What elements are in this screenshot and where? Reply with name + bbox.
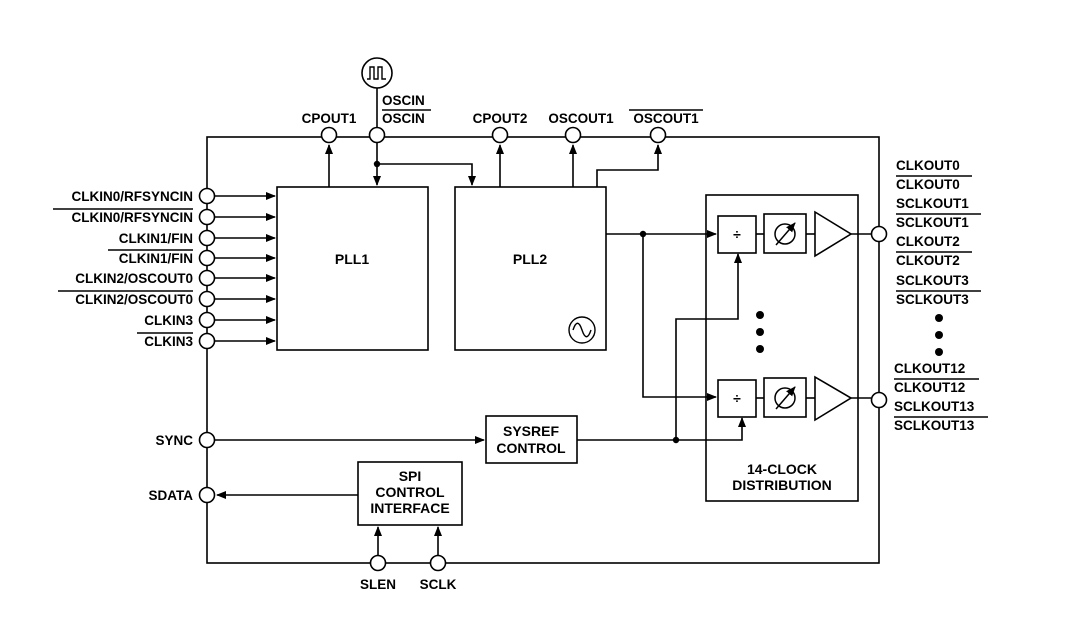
clkin-label-6: CLKIN3 <box>144 313 193 328</box>
pll2-to-lower-divider-wire <box>642 234 717 401</box>
spi-label-line2: CONTROL <box>375 484 445 500</box>
clkin-label-5: CLKIN2/OSCOUT0 <box>75 292 193 307</box>
right-out-label-13a: SCLKOUT13 <box>894 399 975 414</box>
sysref-to-upper-divider-wire <box>675 253 742 440</box>
buffer-upper-icon <box>814 210 853 258</box>
sysref-label-line1: SYSREF <box>503 423 559 439</box>
clkin-input-5: CLKIN2/OSCOUT0 <box>58 290 276 308</box>
divider-lower <box>717 379 757 418</box>
clkin-input-4: CLKIN2/OSCOUT0 <box>75 269 276 287</box>
pll1-block <box>276 186 429 351</box>
right-out-label-5: CLKOUT2 <box>896 253 960 268</box>
divider-upper-symbol: ÷ <box>733 226 741 242</box>
oscout1-label: OSCOUT1 <box>548 111 614 126</box>
slen-label: SLEN <box>360 577 396 592</box>
oscin-pin <box>368 126 386 144</box>
dist-label-line2: DISTRIBUTION <box>732 477 832 493</box>
right-out-label-0: CLKOUT0 <box>896 158 960 173</box>
variable-delay-upper-icon <box>774 222 796 246</box>
clkin-label-0: CLKIN0/RFSYNCIN <box>71 189 193 204</box>
slen-pin <box>369 554 387 572</box>
oscin-n-label: OSCIN <box>382 111 425 126</box>
clkin-pin-6 <box>198 311 216 329</box>
right-out-label-3: SCLKOUT1 <box>896 215 969 230</box>
pll2-label: PLL2 <box>513 251 547 267</box>
right-out-label-13b: SCLKOUT13 <box>894 418 975 433</box>
oscin-label: OSCIN <box>382 93 425 108</box>
right-out-label-6: SCLKOUT3 <box>896 273 969 288</box>
clkin-input-0: CLKIN0/RFSYNCIN <box>71 187 276 205</box>
clkout-lower-pin <box>870 391 888 409</box>
oscout1-n-label: OSCOUT1 <box>633 111 699 126</box>
clkin-label-2: CLKIN1/FIN <box>119 231 193 246</box>
sysref-label-line2: CONTROL <box>496 440 566 456</box>
clkin-pin-3 <box>198 249 216 267</box>
right-out-label-1: CLKOUT0 <box>896 177 960 192</box>
right-out-label-2: SCLKOUT1 <box>896 196 969 211</box>
vco-sine-icon <box>568 316 596 344</box>
spi-label-line3: INTERFACE <box>370 500 449 516</box>
channel-ellipsis-icon <box>756 311 764 353</box>
sclk-label: SCLK <box>420 577 457 592</box>
pll1-label: PLL1 <box>335 251 369 267</box>
clkin-label-4: CLKIN2/OSCOUT0 <box>75 271 193 286</box>
clkin-label-1: CLKIN0/RFSYNCIN <box>71 210 193 225</box>
clkin-input-3: CLKIN1/FIN <box>108 249 276 267</box>
spi-label-line1: SPI <box>399 468 422 484</box>
clkin-label-7: CLKIN3 <box>144 334 193 349</box>
clkin-input-6: CLKIN3 <box>144 311 276 329</box>
oscout1-n-wire <box>596 144 662 187</box>
output-ellipsis-icon <box>935 314 943 356</box>
sdata-label: SDATA <box>149 488 194 503</box>
oscout1-n-pin <box>649 126 667 144</box>
clkin-input-2: CLKIN1/FIN <box>119 229 276 247</box>
clkin-pin-1 <box>198 208 216 226</box>
buffer-lower-icon <box>814 375 853 422</box>
oscin-to-pll2-wire <box>377 163 476 186</box>
clkin-pin-7 <box>198 332 216 350</box>
cpout2-label: CPOUT2 <box>473 111 528 126</box>
clkin-pin-5 <box>198 290 216 308</box>
sclk-pin <box>429 554 447 572</box>
clkin-pin-2 <box>198 229 216 247</box>
clkin-input-1: CLKIN0/RFSYNCIN <box>53 208 276 226</box>
clkout-upper-pin <box>870 225 888 243</box>
sync-pin <box>198 431 216 449</box>
dist-label-line1: 14-CLOCK <box>747 461 817 477</box>
cpout1-label: CPOUT1 <box>302 111 357 126</box>
sync-label: SYNC <box>155 433 193 448</box>
cpout2-pin <box>491 126 509 144</box>
spi-control-interface-block <box>357 461 463 526</box>
sdata-pin <box>198 486 216 504</box>
divider-lower-symbol: ÷ <box>733 390 741 406</box>
sysref-control-block <box>485 415 578 464</box>
oscout1-pin <box>564 126 582 144</box>
right-out-label-7: SCLKOUT3 <box>896 292 969 307</box>
clkin-pin-0 <box>198 187 216 205</box>
chip-outline <box>206 136 880 564</box>
oscillator-square-wave-icon <box>361 57 393 89</box>
sysref-to-lower-divider-wire <box>577 417 746 441</box>
clkin-label-3: CLKIN1/FIN <box>119 251 193 266</box>
clkin-input-7: CLKIN3 <box>137 332 276 350</box>
variable-delay-lower-icon <box>774 386 796 410</box>
cpout1-pin <box>320 126 338 144</box>
clkin-pin-4 <box>198 269 216 287</box>
right-out-label-12b: CLKOUT12 <box>894 380 965 395</box>
right-out-label-12a: CLKOUT12 <box>894 361 965 376</box>
right-out-label-4: CLKOUT2 <box>896 234 960 249</box>
